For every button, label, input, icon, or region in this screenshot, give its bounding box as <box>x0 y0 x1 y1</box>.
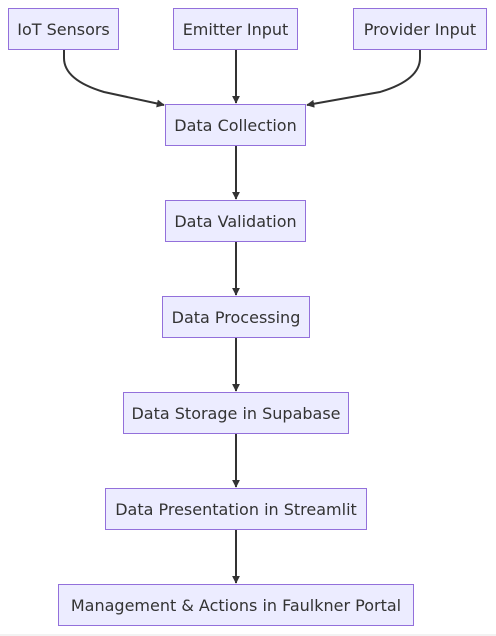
node-label: Data Processing <box>171 307 301 327</box>
node-management-actions: Management & Actions in Faulkner Portal <box>58 584 414 626</box>
node-data-collection: Data Collection <box>165 104 306 146</box>
node-label: Data Validation <box>174 211 297 231</box>
node-emitter-input: Emitter Input <box>173 8 298 50</box>
node-iot-sensors: IoT Sensors <box>8 8 119 50</box>
edge-iot-to-collection <box>63 50 165 108</box>
node-label: Data Storage in Supabase <box>131 403 341 423</box>
bottom-divider <box>0 634 496 636</box>
node-label: IoT Sensors <box>17 19 110 39</box>
node-label: Emitter Input <box>182 19 289 39</box>
edge-provider-to-collection <box>306 50 421 108</box>
node-label: Data Collection <box>174 115 297 135</box>
node-provider-input: Provider Input <box>353 8 487 50</box>
node-label: Provider Input <box>363 19 477 39</box>
node-label: Data Presentation in Streamlit <box>115 499 357 519</box>
node-data-storage: Data Storage in Supabase <box>123 392 349 434</box>
node-data-presentation: Data Presentation in Streamlit <box>105 488 367 530</box>
node-label: Management & Actions in Faulkner Portal <box>70 595 402 615</box>
node-data-processing: Data Processing <box>162 296 310 338</box>
node-data-validation: Data Validation <box>165 200 306 242</box>
